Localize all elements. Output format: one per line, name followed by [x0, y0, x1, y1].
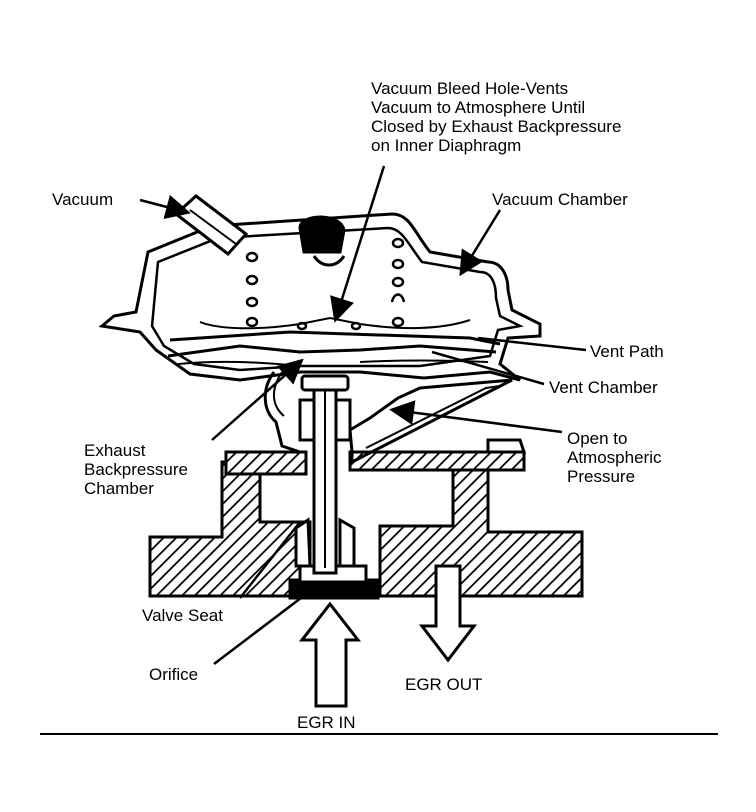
label-line: Pressure	[567, 467, 636, 486]
leader-bleed-hole	[330, 165, 386, 323]
label-open-to-atmosphere: Open to Atmospheric Pressure	[567, 429, 661, 486]
valve-stem	[294, 374, 356, 575]
label-vent-chamber: Vent Chamber	[549, 378, 658, 397]
label-vacuum-chamber: Vacuum Chamber	[492, 190, 628, 209]
label-vacuum: Vacuum	[52, 190, 114, 209]
label-vent-path: Vent Path	[590, 342, 664, 361]
vent-chamber-housing	[263, 371, 513, 465]
egr-in-arrow	[298, 601, 362, 708]
leader-valve-seat	[239, 521, 301, 599]
label-line: on Inner Diaphragm	[371, 136, 522, 155]
label-egr-in: EGR IN	[297, 713, 356, 732]
label-line: Vacuum to Atmosphere Until	[371, 98, 586, 117]
vacuum-port	[173, 194, 249, 257]
leader-lines	[139, 165, 587, 665]
leader-open	[389, 400, 563, 434]
base-casting	[148, 460, 584, 600]
diaphragm-housing	[98, 212, 542, 382]
leader-orifice	[213, 581, 323, 665]
label-valve-seat: Valve Seat	[142, 606, 223, 625]
label-line: Vacuum Bleed Hole-Vents	[371, 79, 569, 98]
label-exhaust-backpressure-chamber: Exhaust Backpressure Chamber	[84, 441, 188, 498]
leader-vent-chamber	[431, 350, 545, 386]
label-line: Closed by Exhaust Backpressure	[371, 117, 622, 136]
leader-vacuum	[139, 194, 191, 220]
egr-out-arrow	[418, 564, 478, 663]
label-egr-out: EGR OUT	[405, 675, 483, 694]
label-line: Exhaust	[84, 441, 146, 460]
leader-vent-path	[477, 336, 587, 352]
label-line: Atmospheric	[567, 448, 662, 467]
housing-cap	[298, 215, 346, 267]
leader-vacuum-chamber	[459, 209, 502, 277]
label-line: Chamber	[84, 479, 154, 498]
label-line: Open to	[567, 429, 628, 448]
label-orifice: Orifice	[149, 665, 199, 684]
label-vacuum-bleed-hole: Vacuum Bleed Hole-Vents Vacuum to Atmosp…	[371, 79, 621, 155]
leader-exhaust	[211, 358, 304, 441]
diaphragm-springs	[245, 237, 406, 331]
mounting-plate	[224, 438, 527, 476]
label-line: Backpressure	[84, 460, 188, 479]
